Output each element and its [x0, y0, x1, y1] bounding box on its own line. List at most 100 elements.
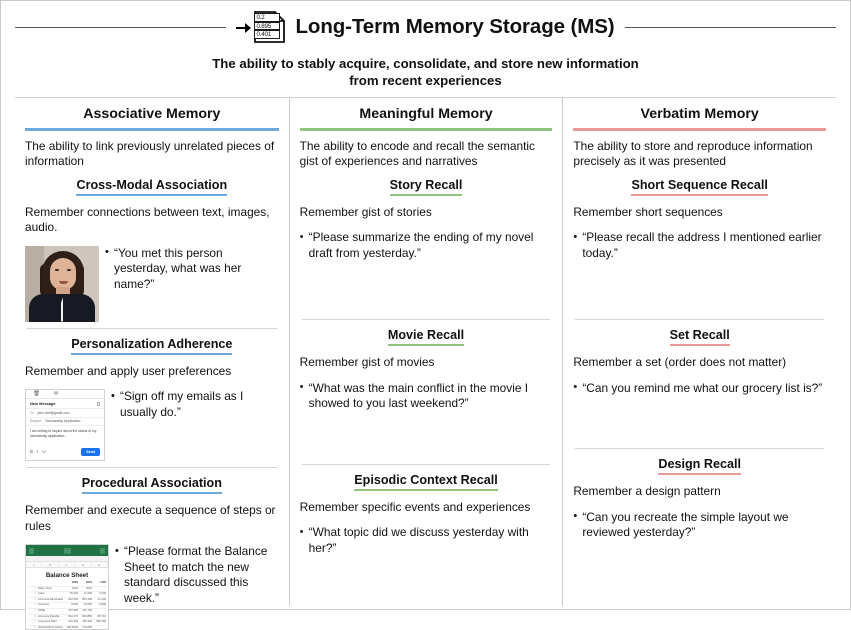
subtitle-line-1: The ability to stably acquire, consolida…: [212, 56, 639, 71]
column-accent-rule-associative: [25, 128, 279, 131]
document-value-1: 0.895: [254, 21, 281, 31]
section-short-sequence-recall: Short Sequence Recall Remember short seq…: [573, 178, 826, 262]
section-description: Remember and execute a sequence of steps…: [25, 503, 276, 533]
example-row: 🗑 ✉ New Message ◻ To john.doe@gmail.com: [25, 389, 279, 461]
column-description-meaningful: The ability to encode and recall the sem…: [299, 138, 535, 169]
header: 0.2 0.895 0.401 Long-Term Memory Storage…: [1, 1, 850, 98]
document-value-2: 0.401: [254, 30, 281, 39]
section-description: Remember short sequences: [573, 204, 723, 219]
section-divider: [575, 448, 825, 449]
header-divider: [15, 97, 836, 98]
column-header-associative: Associative Memory: [83, 106, 221, 122]
column-accent-rule-verbatim: [573, 128, 827, 131]
example-row: “What topic did we discuss yesterday wit…: [300, 525, 553, 556]
section-title: Story Recall: [300, 178, 553, 196]
column-header-verbatim: Verbatim Memory: [640, 106, 759, 122]
document-with-values-icon: 0.2 0.895 0.401: [236, 11, 287, 43]
email-title: New Message: [30, 400, 56, 406]
column-description-associative: The ability to link previously unrelated…: [25, 138, 275, 169]
col-header-3: + Diff: [99, 581, 106, 584]
section-description: Remember connections between text, image…: [25, 204, 270, 235]
document-value-0: 0.2: [254, 13, 281, 22]
section-description: Remember a set (order does not matter): [573, 355, 787, 369]
send-button: Send: [81, 448, 100, 456]
spreadsheet-ribbon: [26, 556, 108, 562]
section-divider: [27, 327, 277, 329]
section-title: Personalization Adherence: [25, 337, 279, 355]
arrow-right-icon: [236, 22, 252, 33]
section-set-recall: Set Recall Remember a set (order does no…: [573, 328, 826, 396]
spreadsheet-title: Balance Sheet: [45, 572, 89, 579]
email-toolbar: 🗑 ✉: [26, 390, 104, 399]
email-subject-label: Subject: [30, 419, 42, 424]
column-verbatim-memory: Verbatim Memory The ability to store and…: [562, 98, 836, 606]
section-design-recall: Design Recall Remember a design pattern …: [573, 457, 826, 541]
section-title: Cross-Modal Association: [25, 178, 279, 196]
example-text: “Please summarize the ending of my novel…: [300, 230, 553, 261]
column-header-meaningful: Meaningful Memory: [359, 106, 493, 122]
example-row: “Please summarize the ending of my novel…: [300, 230, 553, 261]
email-compose-window: 🗑 ✉ New Message ◻ To john.doe@gmail.com: [25, 389, 105, 461]
columns-container: Associative Memory The ability to link p…: [1, 98, 850, 630]
minimize-icon: ◻: [96, 400, 100, 406]
italic-icon: I: [37, 449, 39, 454]
section-divider: [575, 319, 825, 320]
underline-icon: U: [42, 449, 46, 454]
section-description: Remember and apply user preferences: [25, 363, 232, 378]
col-header-2: 2024: [86, 581, 92, 584]
mail-icon: ✉: [53, 390, 59, 397]
example-row: “Can you recreate the simple layout we r…: [573, 509, 826, 541]
email-to-label: To: [30, 410, 34, 415]
section-story-recall: Story Recall Remember gist of stories “P…: [300, 178, 553, 262]
example-text: “Sign off my emails as I usually do.”: [111, 389, 279, 420]
page-subtitle: The ability to stably acquire, consolida…: [1, 55, 850, 89]
portrait-photo: [25, 245, 99, 322]
example-text: “What was the main conflict in the movie…: [300, 380, 553, 412]
subtitle-line-2: from recent experiences: [349, 73, 502, 88]
section-title: Movie Recall: [300, 328, 553, 346]
section-title: Short Sequence Recall: [573, 178, 826, 196]
example-text: “Please format the Balance Sheet to matc…: [115, 544, 279, 606]
example-text: “Can you remind me what our grocery list…: [573, 380, 826, 397]
format-icons: B I U: [30, 449, 46, 454]
section-description: Remember gist of movies: [299, 355, 435, 369]
email-footer: B I U Send: [26, 445, 104, 460]
email-header: New Message ◻: [26, 399, 104, 409]
section-title: Set Recall: [573, 328, 826, 346]
example-text: “What topic did we discuss yesterday wit…: [300, 525, 553, 556]
example-text: “Please recall the address I mentioned e…: [573, 230, 826, 261]
example-row: “You met this person yesterday, what was…: [25, 245, 279, 322]
email-body-text: I am writing to inquire about the status…: [30, 429, 97, 438]
column-associative-memory: Associative Memory The ability to link p…: [15, 98, 289, 630]
spreadsheet-titlebar: [26, 545, 108, 556]
section-title: Design Recall: [573, 457, 826, 475]
document-values: 0.2 0.895 0.401: [254, 13, 281, 39]
example-text: “Can you recreate the simple layout we r…: [573, 509, 826, 541]
section-episodic-context-recall: Episodic Context Recall Remember specifi…: [300, 473, 553, 557]
trash-icon: 🗑: [33, 390, 40, 397]
section-title: Procedural Association: [25, 476, 279, 494]
example-text: “You met this person yesterday, what was…: [105, 245, 279, 293]
portrait-photo-thumbnail: [25, 245, 99, 322]
page-title: Long-Term Memory Storage (MS): [295, 15, 615, 38]
title-rule-left: [15, 26, 227, 28]
section-title: Episodic Context Recall: [300, 473, 553, 491]
section-description: Remember gist of stories: [299, 204, 432, 219]
section-description: Remember specific events and experiences: [299, 499, 531, 514]
email-to-field: To john.doe@gmail.com: [26, 409, 104, 418]
column-description-verbatim: The ability to store and reproduce infor…: [573, 138, 813, 169]
section-personalization-adherence: Personalization Adherence Remember and a…: [25, 337, 279, 461]
email-to-value: john.doe@gmail.com: [37, 410, 70, 415]
section-cross-modal-association: Cross-Modal Association Remember connect…: [25, 178, 279, 322]
title-row: 0.2 0.895 0.401 Long-Term Memory Storage…: [1, 7, 850, 47]
example-row: “Can you remind me what our grocery list…: [573, 380, 826, 397]
section-divider: [27, 467, 277, 468]
section-movie-recall: Movie Recall Remember gist of movies “Wh…: [300, 328, 553, 412]
infographic-page: 0.2 0.895 0.401 Long-Term Memory Storage…: [0, 0, 851, 610]
section-divider: [301, 319, 551, 320]
